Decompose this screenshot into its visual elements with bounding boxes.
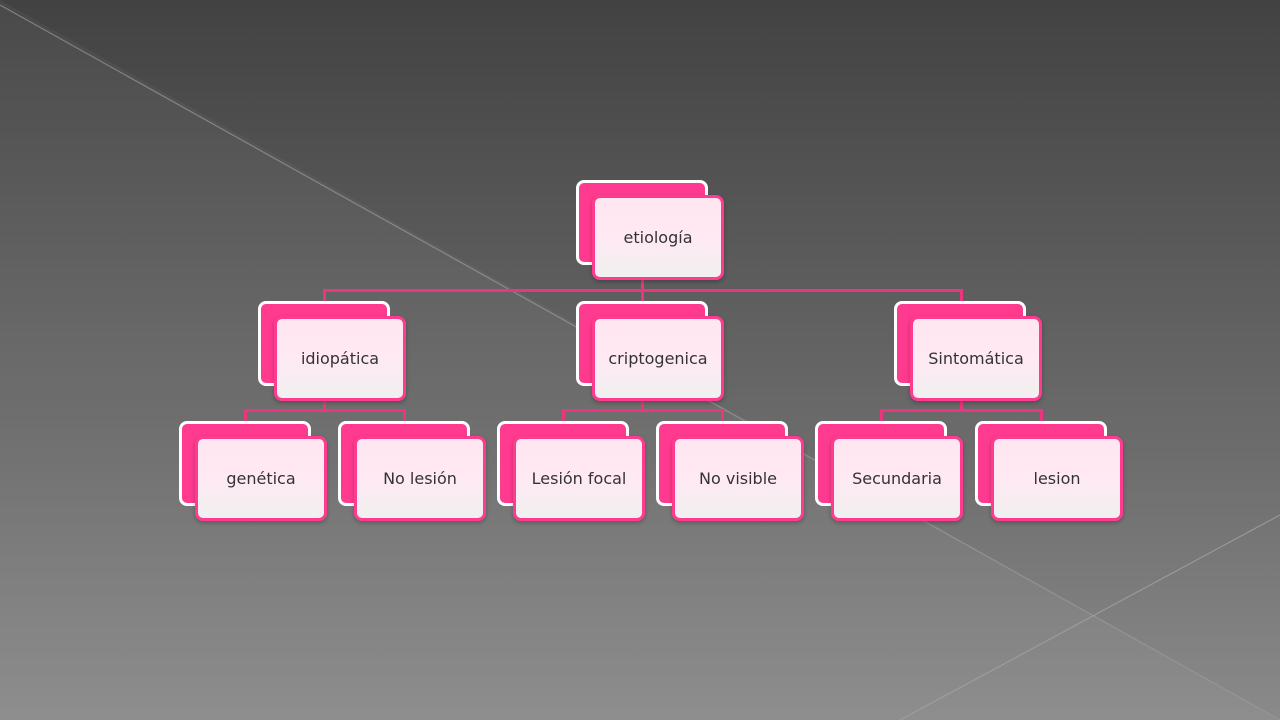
node-genetica-label: genética <box>195 436 327 521</box>
connector-drop-criptogenica <box>641 289 644 303</box>
connector-drop-sintomatica <box>960 289 963 303</box>
node-sintomatica-label: Sintomática <box>910 316 1042 401</box>
connector-root-stem <box>641 278 644 290</box>
connector-drop-idiopatica <box>323 289 326 303</box>
connector-drop-genetica <box>244 409 247 423</box>
node-no-lesion-label: No lesión <box>354 436 486 521</box>
node-criptogenica-label: criptogenica <box>592 316 724 401</box>
connector-idiopatica-bar <box>244 409 406 412</box>
node-root-label: etiología <box>592 195 724 280</box>
connector-sintomatica-bar <box>880 409 1043 412</box>
node-secundaria-label: Secundaria <box>831 436 963 521</box>
connector-criptogenica-bar <box>562 409 724 412</box>
connector-sintomatica-stem <box>960 398 963 410</box>
connector-idiopatica-stem <box>323 398 326 410</box>
connector-drop-secundaria <box>880 409 883 423</box>
node-lesion-focal-label: Lesión focal <box>513 436 645 521</box>
connector-criptogenica-stem <box>641 398 644 410</box>
node-no-visible-label: No visible <box>672 436 804 521</box>
node-idiopatica-label: idiopática <box>274 316 406 401</box>
node-lesion-label: lesion <box>991 436 1123 521</box>
connector-drop-no-visible <box>721 409 724 423</box>
connector-drop-no-lesion <box>403 409 406 423</box>
connector-drop-lesion <box>1040 409 1043 423</box>
connector-drop-lesion-focal <box>562 409 565 423</box>
